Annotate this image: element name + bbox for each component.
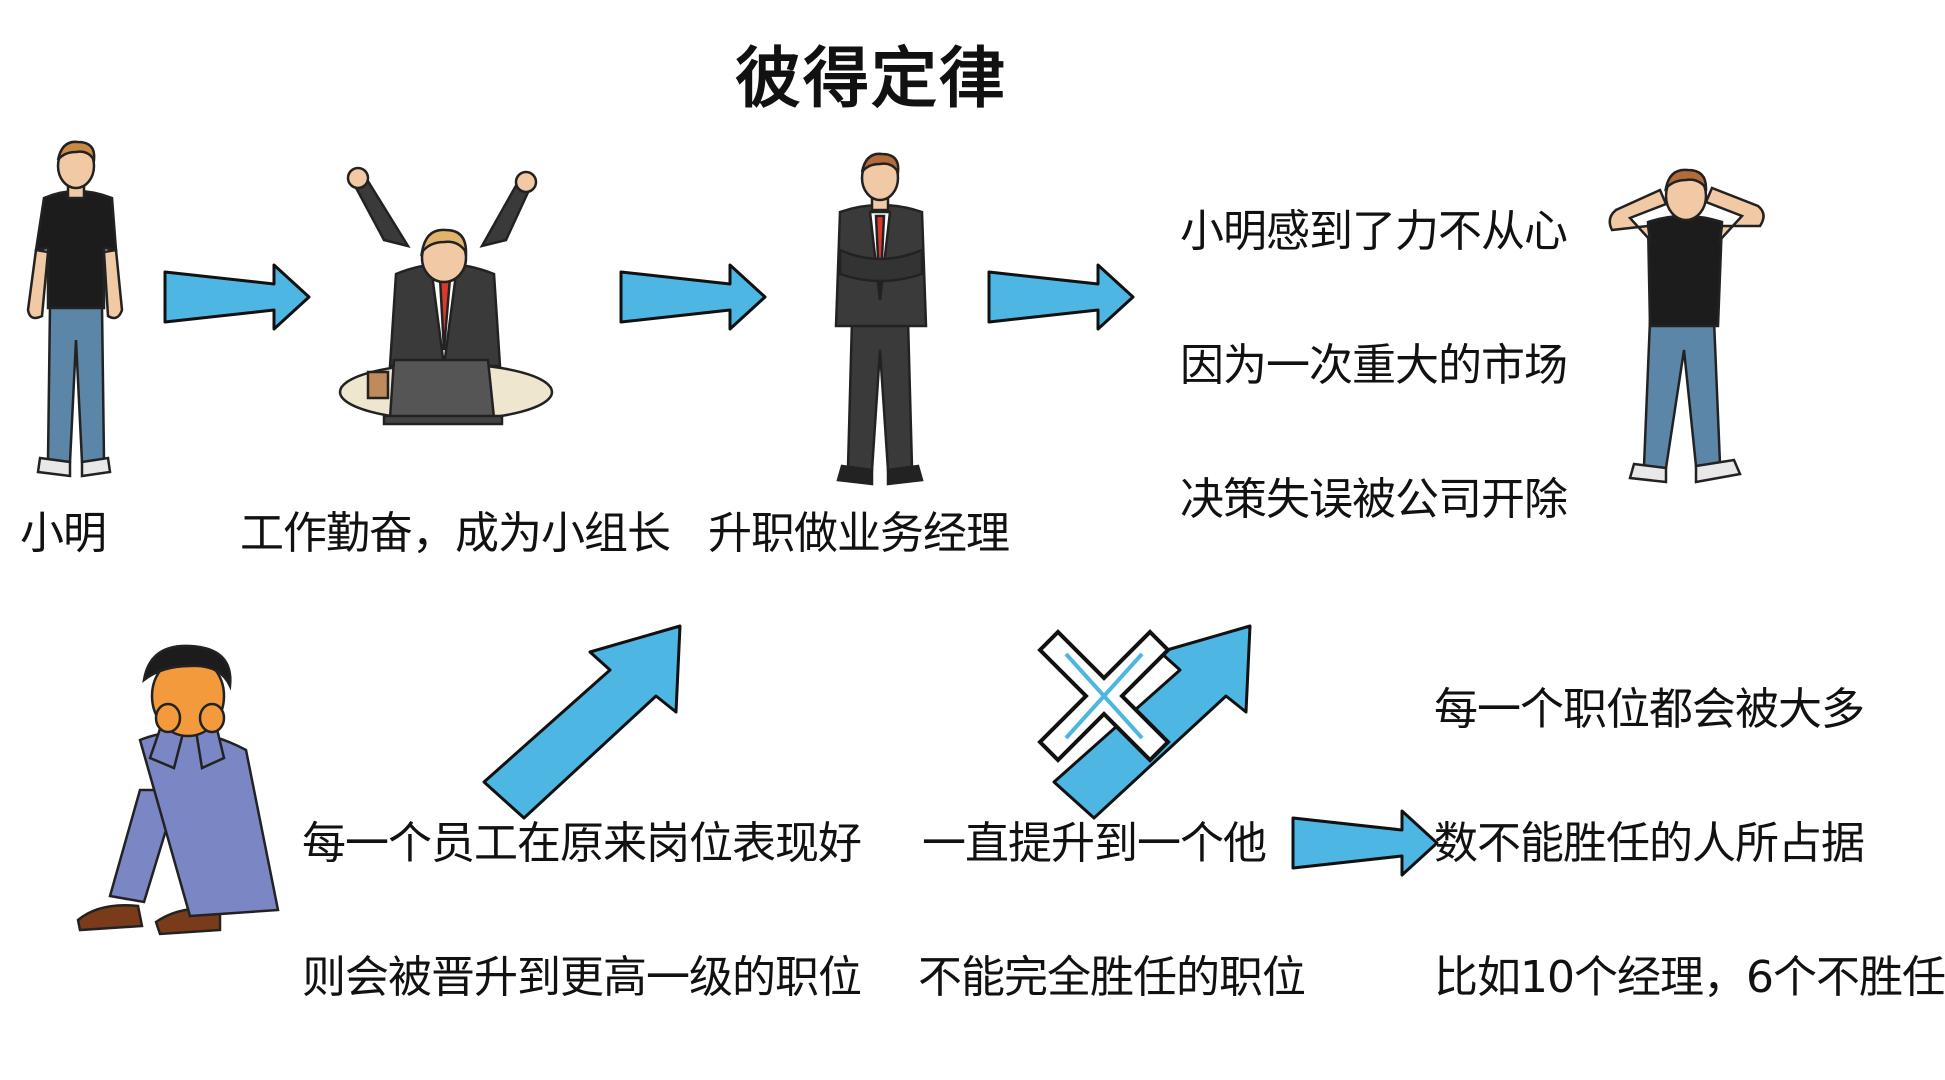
outcome-line-1: 小明感到了力不从心 xyxy=(1180,206,1568,257)
label-team-leader: 工作勤奋，成为小组长 xyxy=(240,508,671,559)
frustrated-figure xyxy=(1608,168,1765,484)
outcome-line-2: 因为一次重大的市场 xyxy=(1180,340,1568,391)
principle-col1-line-1: 每一个员工在原来岗位表现好 xyxy=(302,818,862,869)
principle-col3-line-2: 数不能胜任的人所占据 xyxy=(1434,818,1865,869)
sad-figure xyxy=(76,644,280,936)
page-title: 彼得定律 xyxy=(735,40,1007,117)
outcome-line-3: 决策失误被公司开除 xyxy=(1180,474,1568,525)
label-manager: 升职做业务经理 xyxy=(708,508,1010,559)
cross-mark-icon xyxy=(1037,629,1171,763)
label-xiaoming: 小明 xyxy=(20,508,107,559)
right-arrow-icon xyxy=(1291,809,1439,877)
up-right-arrow-icon xyxy=(482,624,682,820)
xiaoming-figure xyxy=(26,140,124,478)
principle-col1-line-2: 则会被晋升到更高一级的职位 xyxy=(302,952,862,1003)
right-arrow-icon xyxy=(163,263,311,331)
principle-col2-line-2: 不能完全胜任的职位 xyxy=(918,952,1306,1003)
principle-col2-line-1: 一直提升到一个他 xyxy=(922,818,1267,869)
right-arrow-icon xyxy=(619,263,767,331)
right-arrow-icon xyxy=(987,263,1135,331)
principle-col3-line-1: 每一个职位都会被大多 xyxy=(1434,684,1865,735)
manager-figure xyxy=(834,152,928,486)
team-leader-figure xyxy=(338,166,554,426)
principle-col3-line-3: 比如10个经理，6个不胜任 xyxy=(1434,952,1945,1003)
up-right-arrow-icon xyxy=(1052,624,1252,820)
